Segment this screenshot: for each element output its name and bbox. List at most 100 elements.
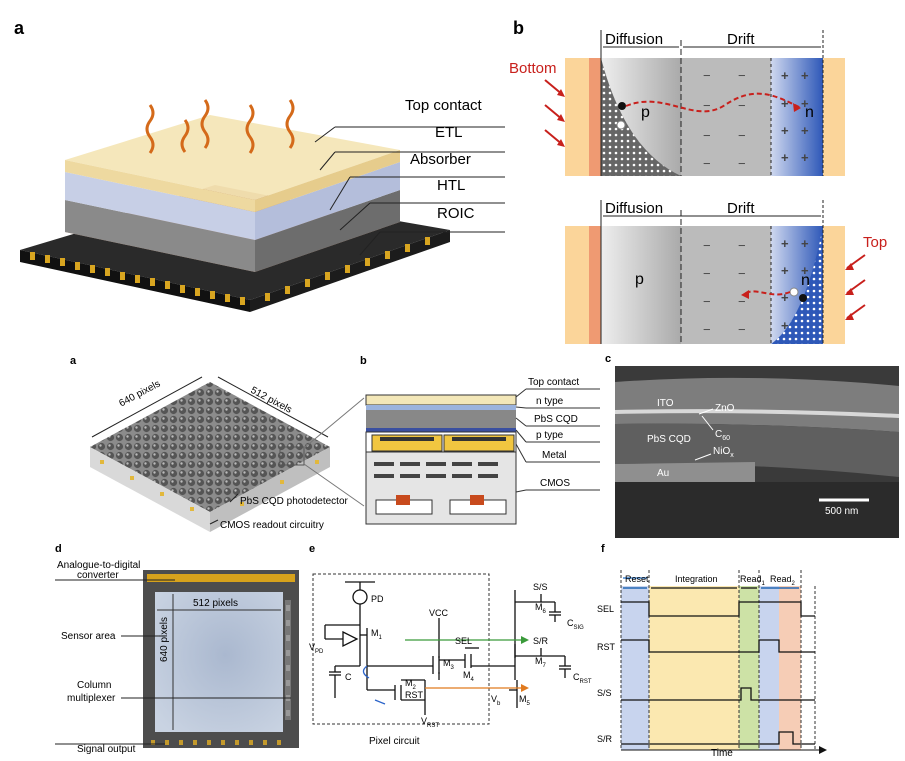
- label-adc-2: converter: [77, 570, 119, 581]
- label-m6: M6: [535, 602, 547, 615]
- label-c60: C60: [715, 429, 730, 442]
- absorber-side: [255, 190, 400, 272]
- zoom-lines: [303, 397, 365, 507]
- svg-text:+: +: [801, 150, 809, 165]
- panel-bottom-e: e: [305, 540, 595, 756]
- svg-text:+: +: [781, 123, 789, 138]
- svg-text:−: −: [738, 266, 746, 281]
- label-column-2: multiplexer: [67, 693, 116, 704]
- panel-top-b: b − − − − − − − − + + + +: [505, 0, 905, 350]
- svg-text:−: −: [738, 238, 746, 253]
- label-diffusion-1: Diffusion: [605, 31, 663, 48]
- label-zno: ZnO: [715, 403, 735, 414]
- svg-text:−: −: [703, 128, 711, 143]
- svg-text:+: +: [781, 318, 789, 333]
- label-pixel-circuit: Pixel circuit: [369, 736, 420, 747]
- svg-text:+: +: [801, 263, 809, 278]
- svg-text:+: +: [781, 290, 789, 305]
- panel-letter: b: [360, 355, 367, 367]
- svg-text:−: −: [703, 156, 711, 171]
- svg-text:−: −: [703, 98, 711, 113]
- label-n-2: n: [801, 272, 810, 289]
- label-m2: M2: [405, 678, 417, 691]
- svg-text:−: −: [738, 322, 746, 337]
- pad-marks: [100, 460, 319, 511]
- phase-read1: [739, 586, 759, 750]
- phase-read2b: [779, 586, 801, 750]
- svg-text:+: +: [781, 150, 789, 165]
- etl-side: [255, 162, 400, 240]
- label-vb: Vb: [491, 694, 501, 707]
- svg-text:+: +: [781, 263, 789, 278]
- sensor-area: [155, 592, 283, 732]
- timing-traces: [621, 601, 815, 745]
- svg-text:−: −: [703, 322, 711, 337]
- label-b-top-contact: Top contact: [528, 377, 579, 388]
- label-rst: RST: [405, 690, 424, 700]
- svg-text:+: +: [801, 68, 809, 83]
- label-b-cmos: CMOS: [540, 478, 570, 489]
- panel-top-a: a: [0, 0, 520, 330]
- svg-text:−: −: [738, 68, 746, 83]
- signal-ss: S/S: [597, 688, 612, 698]
- label-b-p-type: p type: [536, 430, 564, 441]
- label-m1: M1: [371, 628, 383, 641]
- label-reset: Reset: [625, 574, 649, 584]
- label-c: C: [345, 672, 352, 682]
- pixel-circuit-box: [312, 573, 490, 725]
- label-d-512: 512 pixels: [193, 598, 238, 609]
- label-niox: NiOx: [713, 446, 734, 459]
- svg-text:+: +: [781, 96, 789, 111]
- label-640-pixels: 640 pixels: [117, 378, 162, 409]
- etl-front: [65, 172, 255, 240]
- label-bottom: Bottom: [509, 60, 557, 77]
- schematic: [324, 581, 571, 715]
- svg-text:+: +: [801, 96, 809, 111]
- panel-bottom-d: d Analogue-to-digital converter 512 pixe…: [55, 540, 305, 756]
- svg-text:+: +: [801, 236, 809, 251]
- panel-letter: f: [601, 543, 605, 555]
- panel-bottom-c: c ITO ZnO PbS CQD C60 NiOx Au 500 nm: [605, 352, 905, 542]
- absorber-front: [65, 200, 255, 272]
- label-roic: ROIC: [437, 205, 475, 222]
- top-contact-side: [255, 150, 400, 212]
- label-htl: HTL: [437, 177, 465, 194]
- adc-strip: [147, 574, 295, 582]
- svg-text:+: +: [781, 68, 789, 83]
- cmos-front: [90, 447, 210, 532]
- label-b-metal: Metal: [542, 450, 566, 461]
- label-pbs-photodetector: PbS CQD photodetector: [240, 496, 349, 507]
- label-pd: PD: [371, 594, 384, 604]
- blue-path: [362, 665, 370, 679]
- panel-bottom-a: a 640 pixels 512 pixels PbS CQD photodet…: [70, 352, 360, 542]
- cmos-side: [210, 447, 330, 532]
- svg-text:−: −: [703, 294, 711, 309]
- label-vpd: VPD: [309, 642, 324, 655]
- top-contact-front: [65, 160, 255, 212]
- phase-read2a: [759, 586, 779, 750]
- label-time: Time: [711, 748, 733, 756]
- panel-letter: a: [70, 355, 77, 367]
- panel-bottom-b: b Top contact n type PbS CQD p type: [360, 352, 605, 532]
- label-diffusion-2: Diffusion: [605, 200, 663, 217]
- label-p-2: p: [635, 271, 644, 288]
- label-vcc: VCC: [429, 608, 449, 618]
- label-ito: ITO: [657, 398, 674, 409]
- zoom-box: [279, 446, 305, 466]
- label-m4: M4: [463, 670, 475, 683]
- dim-512: [217, 376, 329, 438]
- label-m5: M5: [519, 694, 531, 707]
- label-ss: S/S: [533, 582, 548, 592]
- panel-letter: b: [513, 18, 524, 38]
- top-contact-layer: [365, 394, 517, 406]
- label-scale: 500 nm: [825, 506, 858, 517]
- label-n-1: n: [805, 104, 814, 121]
- label-sr: S/R: [533, 636, 549, 646]
- label-b-n-type: n type: [536, 396, 564, 407]
- pbs-layer: [366, 410, 516, 428]
- sem-ito: [615, 377, 899, 432]
- n-type-layer: [366, 405, 516, 410]
- label-p-1: p: [641, 104, 650, 121]
- panel-bottom-f: f Reset Integration: [595, 540, 905, 759]
- band-diagram-top: −− −− −− −− ++ ++ ++: [565, 200, 866, 344]
